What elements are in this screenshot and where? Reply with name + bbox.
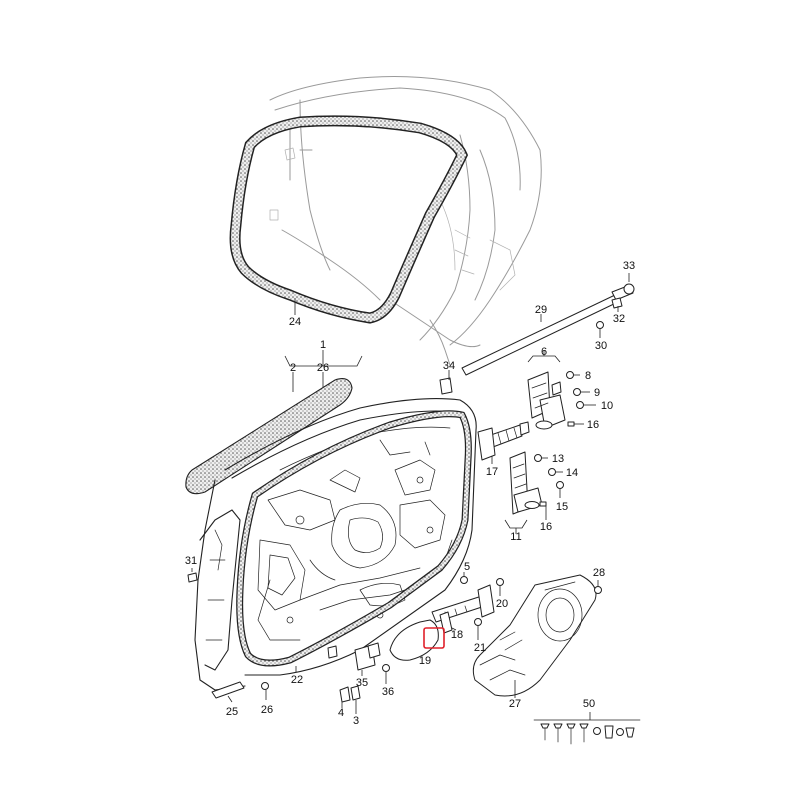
door-check-strap <box>477 421 530 461</box>
callout-26-lower: 26 <box>261 704 273 716</box>
callout-11: 11 <box>510 531 521 543</box>
lock-carrier-cover <box>472 574 597 697</box>
callout-8: 8 <box>585 370 591 382</box>
front-door-seal <box>236 410 472 667</box>
callout-6: 6 <box>541 346 547 358</box>
rear-door-seal <box>229 115 469 324</box>
fasteners <box>187 297 623 690</box>
callout-16-lower: 16 <box>540 521 552 533</box>
callout-27: 27 <box>509 698 521 710</box>
lower-brackets <box>327 642 381 703</box>
callout-26-upper: 26 <box>317 362 329 374</box>
callout-1: 1 <box>320 339 326 351</box>
callout-4: 4 <box>338 707 344 719</box>
callout-36: 36 <box>382 686 394 698</box>
highlight-box-part-19 <box>423 627 445 649</box>
callout-34: 34 <box>443 360 455 372</box>
lower-hinge <box>509 451 543 515</box>
window-channel-strip <box>185 378 353 495</box>
callout-17: 17 <box>486 466 498 478</box>
front-door-shell <box>194 398 477 691</box>
callout-32: 32 <box>613 313 625 325</box>
lower-trim-strip <box>211 681 245 699</box>
callout-19: 19 <box>419 655 431 667</box>
callout-29: 29 <box>535 304 547 316</box>
upper-hinge <box>527 371 566 430</box>
callout-24: 24 <box>289 316 301 328</box>
callout-10: 10 <box>601 400 613 412</box>
door-check-rod <box>461 283 635 376</box>
leader-lines <box>191 273 630 720</box>
callout-13: 13 <box>552 453 564 465</box>
door-handle-assembly <box>389 584 495 661</box>
callout-3: 3 <box>353 715 359 727</box>
callout-20: 20 <box>496 598 508 610</box>
callout-21: 21 <box>474 642 486 654</box>
callout-5: 5 <box>464 561 470 573</box>
callout-35: 35 <box>356 677 368 689</box>
callout-50: 50 <box>583 698 595 710</box>
callout-28: 28 <box>593 567 605 579</box>
callout-labels: 1 2 3 4 5 6 8 9 10 11 13 14 15 16 16 17 … <box>185 260 635 727</box>
callout-25: 25 <box>226 706 238 718</box>
callout-15: 15 <box>556 501 568 513</box>
callout-31: 31 <box>185 555 197 567</box>
callout-33: 33 <box>623 260 635 272</box>
callout-22: 22 <box>291 674 303 686</box>
callout-16-upper: 16 <box>587 419 599 431</box>
callout-9: 9 <box>594 387 600 399</box>
fastener-kit <box>533 719 641 745</box>
callout-14: 14 <box>566 467 578 479</box>
callout-18: 18 <box>451 629 463 641</box>
callout-2: 2 <box>290 362 296 374</box>
callout-30: 30 <box>595 340 607 352</box>
